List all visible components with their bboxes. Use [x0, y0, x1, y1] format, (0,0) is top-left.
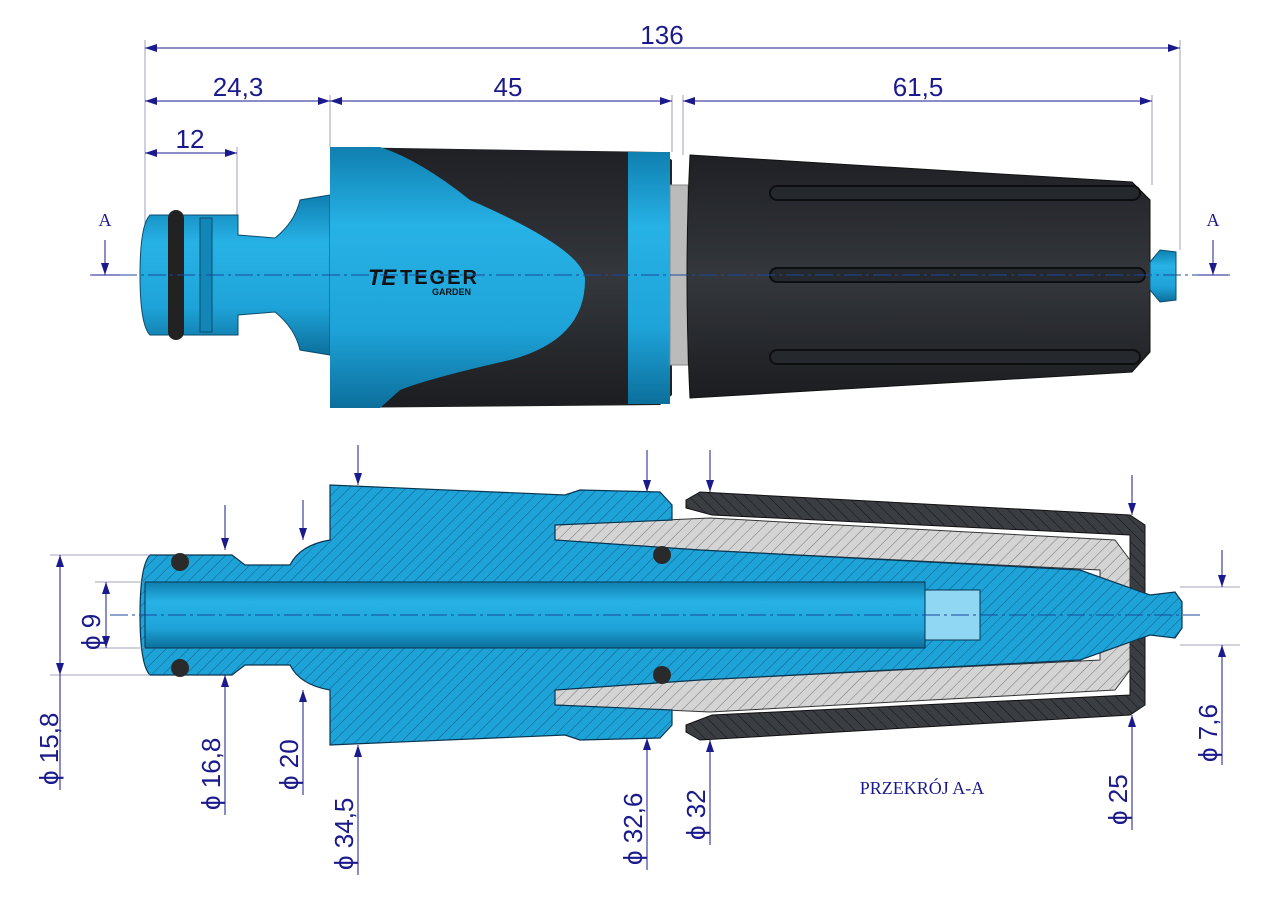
dim-overall-length: 136 — [640, 20, 683, 50]
body-ring — [628, 152, 670, 404]
top-dimensions: 136 24,3 45 61,5 12 — [144, 20, 1181, 275]
dim-d20: ϕ 20 — [274, 739, 304, 790]
dim-d32: ϕ 32 — [681, 789, 711, 840]
dim-connector-length: 24,3 — [213, 72, 264, 102]
section-view — [110, 484, 1200, 746]
svg-text:TE: TE — [368, 265, 397, 290]
nozzle-cap-section — [685, 491, 1146, 741]
dim-nozzle-length: 61,5 — [893, 72, 944, 102]
section-markers: A A — [92, 210, 1228, 276]
section-title: PRZEKRÓJ A-A — [860, 777, 985, 798]
body-blue-shell — [330, 147, 585, 408]
dim-d32-6: ϕ 32,6 — [618, 793, 648, 865]
dim-d25: ϕ 25 — [1103, 774, 1133, 825]
teger-logo: TE TEGER GARDEN — [368, 265, 479, 297]
section-marker-left: A — [99, 210, 112, 230]
diameter-dimensions: ϕ 15,8 ϕ 9 ϕ 16,8 ϕ 20 ϕ 34,5 ϕ 32,6 ϕ 3… — [34, 445, 1240, 875]
nozzle-tip — [1149, 249, 1177, 303]
svg-text:TEGER: TEGER — [400, 267, 479, 289]
dim-d16-8: ϕ 16,8 — [196, 738, 226, 810]
svg-text:GARDEN: GARDEN — [432, 287, 471, 297]
nozzle-side-view: TE TEGER GARDEN — [90, 147, 1230, 408]
o-rings-section — [171, 546, 671, 684]
section-marker-right: A — [1207, 210, 1220, 230]
dim-d7-6: ϕ 7,6 — [1193, 704, 1223, 762]
dim-quick-connect-length: 12 — [176, 124, 205, 154]
dim-d34-5: ϕ 34,5 — [329, 798, 359, 870]
o-ring — [168, 210, 184, 340]
dim-d9: ϕ 9 — [76, 614, 106, 650]
dim-body-length: 45 — [494, 72, 523, 102]
dim-d15-8: ϕ 15,8 — [34, 713, 64, 785]
